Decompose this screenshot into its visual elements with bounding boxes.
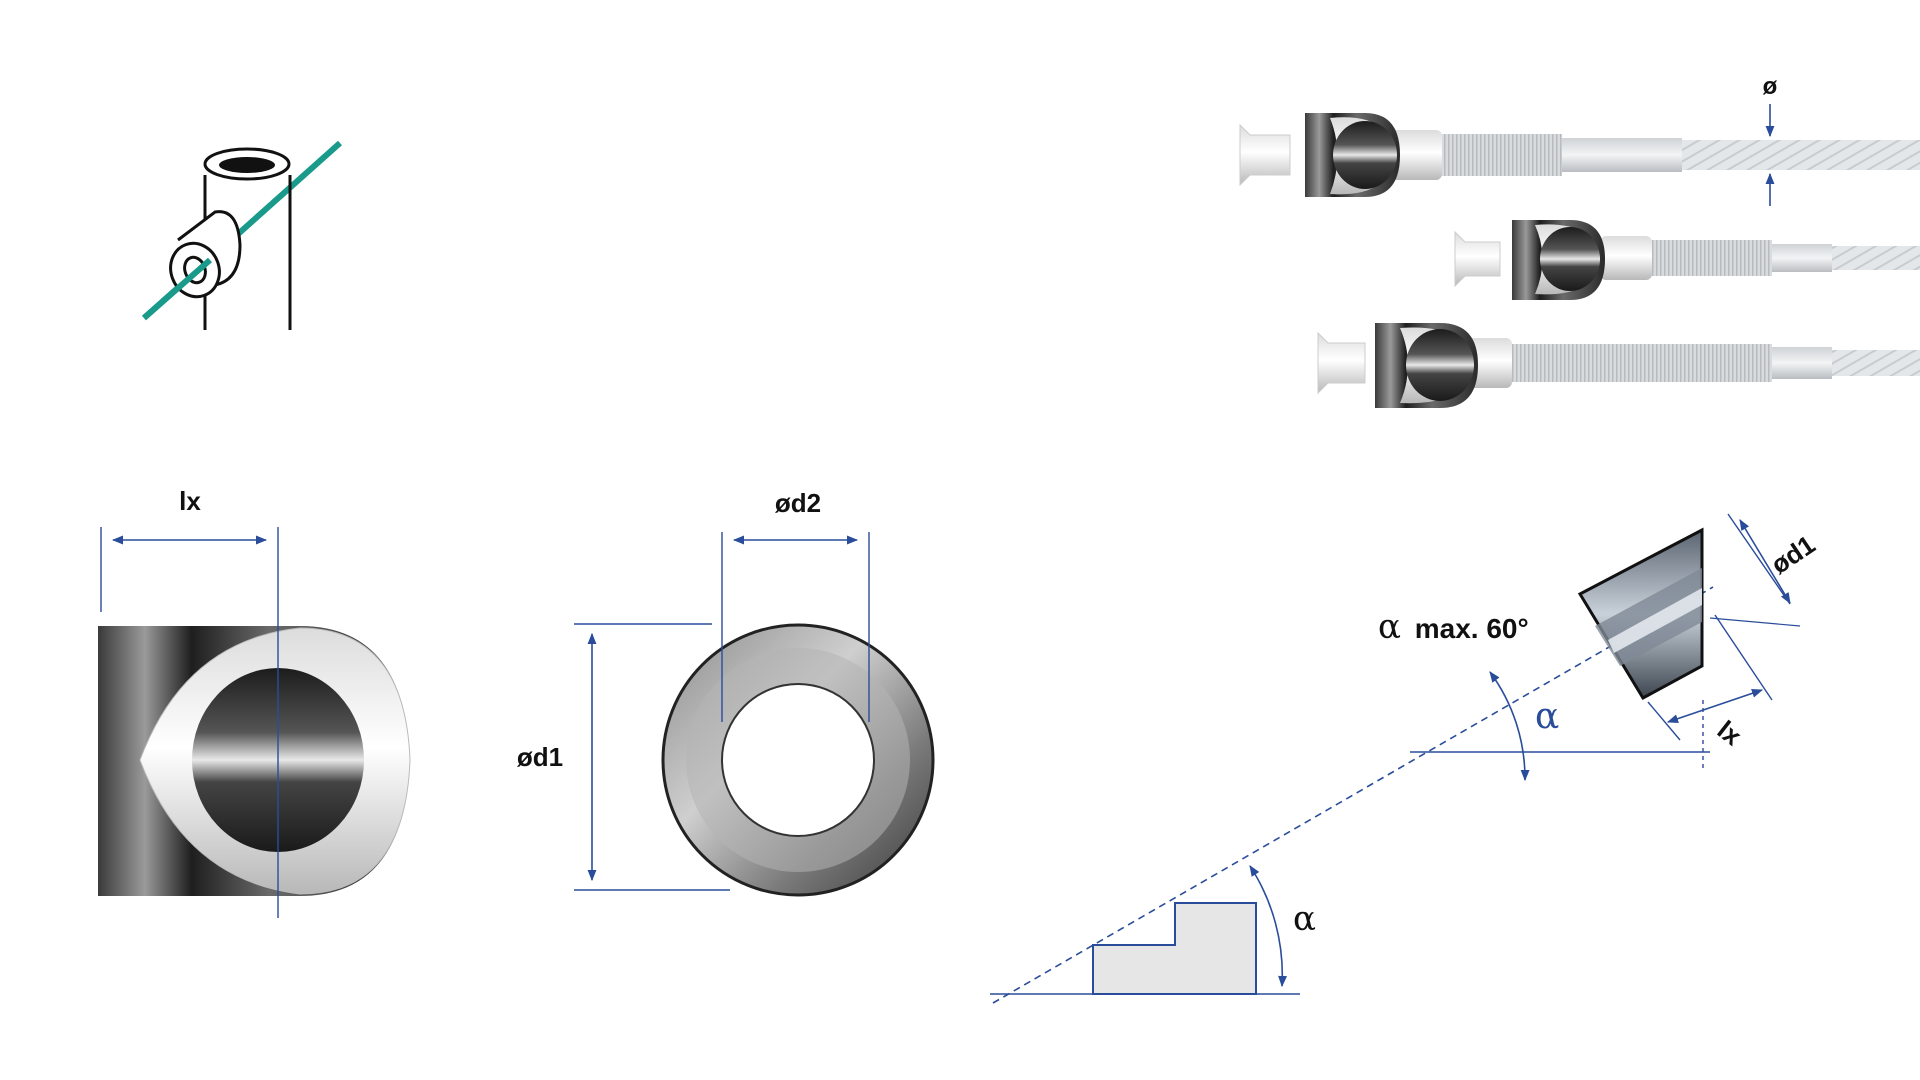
alpha-lower-label: α (1293, 899, 1316, 939)
alpha-max-text: max. 60° (1415, 613, 1529, 644)
alpha-max-symbol: α (1378, 607, 1401, 647)
fitting-side-view: lx (98, 486, 411, 918)
d1-right-label: ød1 (1765, 529, 1820, 580)
cable-assembly-3 (1317, 323, 1920, 408)
lx-left-label: lx (179, 486, 201, 516)
fitting-front-view: ød2 ød1 (517, 488, 935, 897)
cable-diameter-dimension: ø (1763, 73, 1778, 206)
lx-right-label: lx (1712, 714, 1748, 751)
d1-label: ød1 (517, 742, 563, 772)
angled-bushing (1577, 527, 1704, 701)
alpha-upper-label: α (1535, 696, 1559, 737)
d2-label: ød2 (775, 488, 821, 518)
cable-diameter-label: ø (1763, 73, 1778, 100)
cable-assembly-1 (1239, 113, 1920, 197)
pipe-with-cable-fitting-icon (142, 140, 342, 330)
angle-diagram: α α α max. 60° ød1 lx (990, 513, 1821, 1004)
stepped-block (1092, 902, 1257, 995)
cable-assembly-2 (1454, 220, 1920, 300)
alpha-max-label: α max. 60° (1378, 607, 1529, 647)
